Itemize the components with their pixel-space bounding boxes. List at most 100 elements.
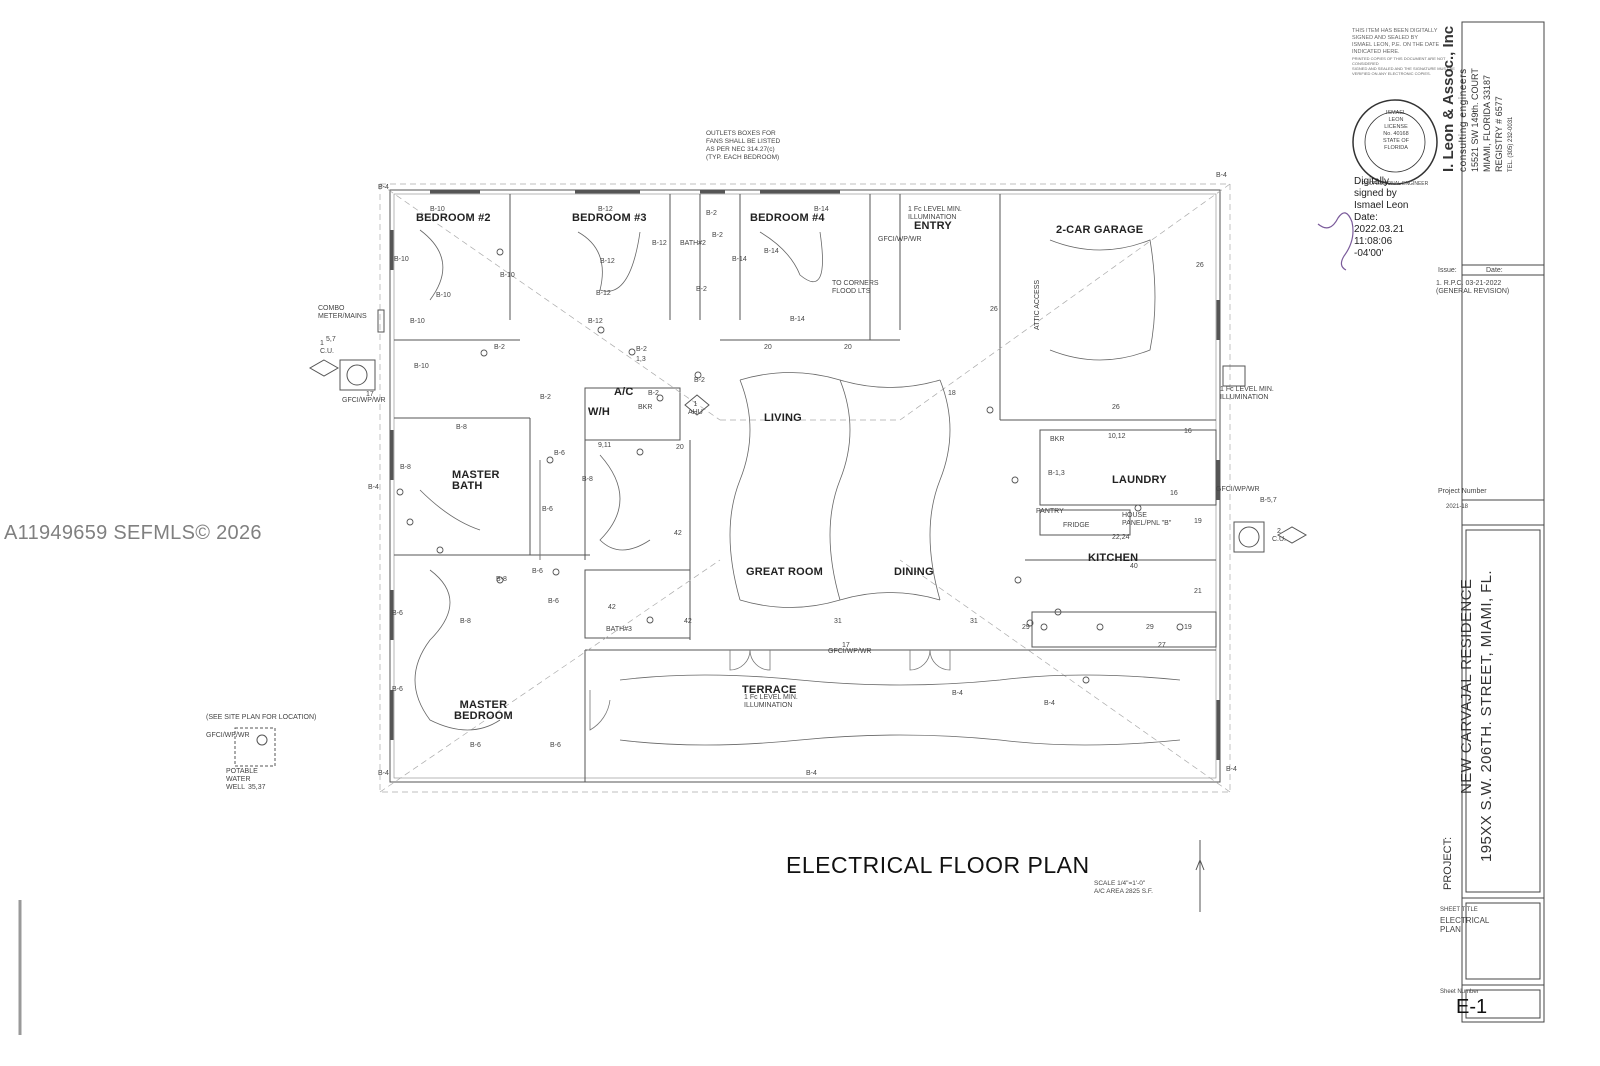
circuit-tag: B-8 — [400, 464, 411, 471]
room-label-dining: DINING — [894, 566, 934, 578]
project-address: 195XX S.W. 206TH. STREET, MIAMI, FL. — [1478, 570, 1495, 862]
circuit-tag: B-2 — [712, 232, 723, 239]
circuit-tag: 17 — [366, 391, 374, 398]
sheet-title-value: ELECTRICAL PLAN — [1440, 916, 1489, 934]
circuit-tag: 20 — [676, 444, 684, 451]
circuit-tag: 1,3 — [636, 356, 646, 363]
circuit-tag: B-4 — [378, 770, 389, 777]
circuit-tag: B-14 — [764, 248, 779, 255]
circuit-tag: 35,37 — [248, 784, 266, 791]
sheet-number-label: Sheet Number — [1440, 989, 1479, 995]
firm-registry: REGISTRY # 6577 — [1494, 96, 1504, 172]
cu-left-label: 1 C.U. — [320, 340, 334, 356]
fan-note-line-3: AS PER NEC 314.27(c) — [706, 146, 775, 153]
room-label-water-heater: W/H — [588, 406, 610, 418]
circuit-tag: B-5,7 — [1260, 497, 1277, 504]
fan-outlet-note: OUTLETS BOXES FOR FANS SHALL BE LISTED A… — [706, 130, 780, 162]
title-block-frame — [1461, 21, 1545, 1023]
circuit-tag: B-10 — [500, 272, 515, 279]
circuit-tag: 26 — [1112, 404, 1120, 411]
circuit-tag: B-10 — [436, 292, 451, 299]
room-label-bedroom-2: BEDROOM #2 — [416, 212, 491, 224]
room-label-terrace: TERRACE — [742, 684, 797, 696]
circuit-tag: B-6 — [554, 450, 565, 457]
room-label-bath-3: BATH#3 — [606, 626, 632, 633]
room-label-laundry: LAUNDRY — [1112, 474, 1167, 486]
circuit-tag: 42 — [608, 604, 616, 611]
sig-line: Date: — [1354, 212, 1378, 223]
circuit-tag: B-6 — [470, 742, 481, 749]
circuit-tag: B-2 — [706, 210, 717, 217]
sheet-title-line-1: ELECTRICAL — [1440, 916, 1490, 925]
room-label-master-bedroom-line1: MASTER — [459, 699, 508, 711]
garage-illumination-note: 1 Fc LEVEL MIN. ILLUMINATION — [1220, 386, 1274, 402]
disclaimer-line: THIS ITEM HAS BEEN DIGITALLY — [1352, 28, 1438, 34]
scale-text: SCALE 1/4"=1'-0" — [1094, 880, 1146, 887]
gfci-wp-well: GFCI/WP/WR — [206, 732, 250, 739]
gfci-wp-terrace: GFCI/WP/WR — [828, 648, 872, 655]
disclaimer-line: SIGNED AND SEALED BY — [1352, 35, 1419, 41]
disclaimer-line: PRINTED COPIES OF THIS DOCUMENT ARE NOT … — [1352, 56, 1446, 66]
breaker-label-laundry: BKR — [1050, 436, 1065, 443]
circuit-tag: B-2 — [636, 346, 647, 353]
circuit-tag: 10,12 — [1108, 433, 1126, 440]
signature — [1317, 212, 1354, 271]
condenser-right — [1233, 521, 1265, 553]
condenser-left — [339, 359, 376, 391]
firm-address-1: 15521 SW 149th. COURT — [1470, 68, 1480, 172]
room-label-fridge: FRIDGE — [1063, 522, 1090, 529]
project-label: PROJECT: — [1442, 836, 1454, 890]
circuit-tag: B-2 — [648, 390, 659, 397]
circuit-tag: B-8 — [460, 618, 471, 625]
room-label-entry: ENTRY — [914, 220, 952, 232]
date-label: Date: — [1486, 267, 1503, 274]
sig-line: signed by — [1354, 188, 1397, 199]
room-label-master-bath-line2: BATH — [452, 480, 483, 492]
circuit-tag: B-14 — [790, 316, 805, 323]
circuit-tag: B-6 — [550, 742, 561, 749]
seal-license: LICENSE — [1384, 124, 1408, 130]
room-label-bedroom-4: BEDROOM #4 — [750, 212, 825, 224]
disclaimer-line: INDICATED HERE. — [1352, 49, 1400, 55]
project-name: NEW CARVAJAL RESIDENCE — [1458, 578, 1475, 794]
digital-seal-disclaimer: THIS ITEM HAS BEEN DIGITALLY SIGNED AND … — [1352, 28, 1457, 76]
circuit-tag: B-6 — [548, 598, 559, 605]
circuit-tag: 31 — [834, 618, 842, 625]
circuit-tag: B-12 — [598, 206, 613, 213]
circuit-tag: 19 — [1194, 518, 1202, 525]
circuit-tag: 27 — [1158, 642, 1166, 649]
gfci-wp-right: GFCI/WP/WR — [1216, 486, 1260, 493]
site-plan-note: (SEE SITE PLAN FOR LOCATION) — [206, 714, 317, 721]
circuit-tag: B-4 — [952, 690, 963, 697]
entry-illum-line-1: 1 Fc LEVEL MIN. — [908, 206, 962, 213]
well-line-2: WATER — [226, 776, 251, 783]
well-line-1: POTABLE — [226, 768, 258, 775]
seal-top: ISMAEL LEON — [1385, 110, 1407, 123]
flood-line-1: TO CORNERS — [832, 280, 879, 287]
terrace-illum-line-1: 1 Fc LEVEL MIN. — [744, 694, 798, 701]
digital-signature-text: Digitally signed by Ismael Leon Date: 20… — [1354, 176, 1408, 260]
circuit-tag: 20 — [764, 344, 772, 351]
circuit-tag: B-14 — [732, 256, 747, 263]
room-label-master-bedroom: MASTER BEDROOM — [454, 700, 513, 722]
terrace-illum-line-2: ILLUMINATION — [744, 702, 793, 709]
project-number-label: Project Number — [1438, 488, 1487, 495]
attic-access-note: ATTIC ACCESS — [1034, 279, 1041, 330]
disclaimer-line: SIGNED AND SEALED AND THE SIGNATURE MUST… — [1352, 66, 1455, 71]
sig-line: 2022.03.21 — [1354, 224, 1405, 235]
sig-line: Digitally — [1354, 176, 1390, 187]
firm-address-2: MIAMI, FLORIDA 33187 — [1482, 74, 1492, 172]
circuit-tag: B-2 — [494, 344, 505, 351]
circuit-tag: 20 — [844, 344, 852, 351]
fan-note-line-1: OUTLETS BOXES FOR — [706, 130, 776, 137]
seal-bottom: PROFESSIONAL ENGINEER — [1362, 181, 1429, 187]
disclaimer-line: VERIFIED ON ANY ELECTRONIC COPIES. — [1352, 71, 1431, 76]
circuit-tag: B-10 — [410, 318, 425, 325]
house-panel-note: HOUSE PANEL/PNL "B" — [1122, 512, 1171, 528]
garage-illum-line-1: 1 Fc LEVEL MIN. — [1220, 386, 1274, 393]
circuit-tag: 22,24 — [1112, 534, 1130, 541]
fan-note-line-2: FANS SHALL BE LISTED — [706, 138, 781, 145]
ahu-label: 1 AHU — [688, 401, 703, 417]
circuit-tag: 29 — [1146, 624, 1154, 631]
